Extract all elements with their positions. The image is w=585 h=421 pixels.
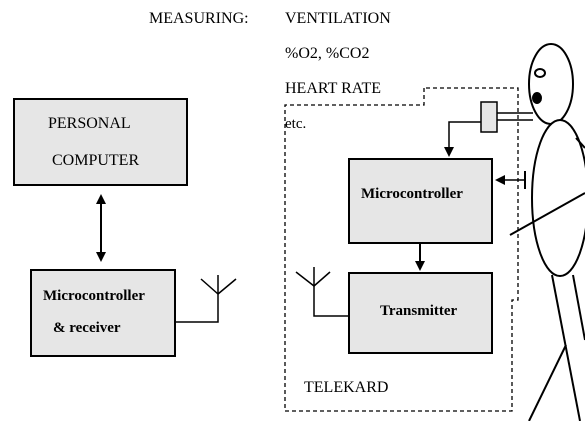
transmitter-label: Transmitter [380,303,458,319]
measuring-item-etc: etc. [285,116,307,132]
measuring-item-ventilation: VENTILATION [285,10,391,27]
sensor-mouthpiece [480,101,498,133]
personal-computer-line2: COMPUTER [52,152,140,169]
person-body [531,119,585,277]
person-arm-right [575,137,585,149]
mc-receiver-line1: Microcontroller [43,288,145,304]
person-eye [534,68,546,78]
person-head [528,43,574,125]
mc-receiver-line2: & receiver [53,320,121,336]
measuring-label: MEASURING: [149,10,249,27]
personal-computer-box [13,98,188,186]
microcontroller-receiver-box [30,269,176,357]
telekard-boundary [284,87,519,412]
microcontroller-box [348,158,493,244]
person-arm-left [509,192,585,236]
person-leg-right [572,274,585,341]
transmitter-box [348,272,493,354]
transmitter-antenna [295,267,349,317]
sensor-mc-arrow [444,121,481,157]
person-mouth [532,92,542,104]
microcontroller-label: Microcontroller [361,186,463,202]
person-leg-left [551,274,581,421]
receiver-antenna [175,275,237,323]
telekard-label: TELEKARD [304,379,389,396]
person-figure [509,43,585,421]
measuring-item-gases: %O2, %CO2 [285,45,370,62]
person-leg-left-lower [528,344,567,421]
personal-computer-line1: PERSONAL [48,115,131,132]
measuring-item-heart-rate: HEART RATE [285,80,382,97]
